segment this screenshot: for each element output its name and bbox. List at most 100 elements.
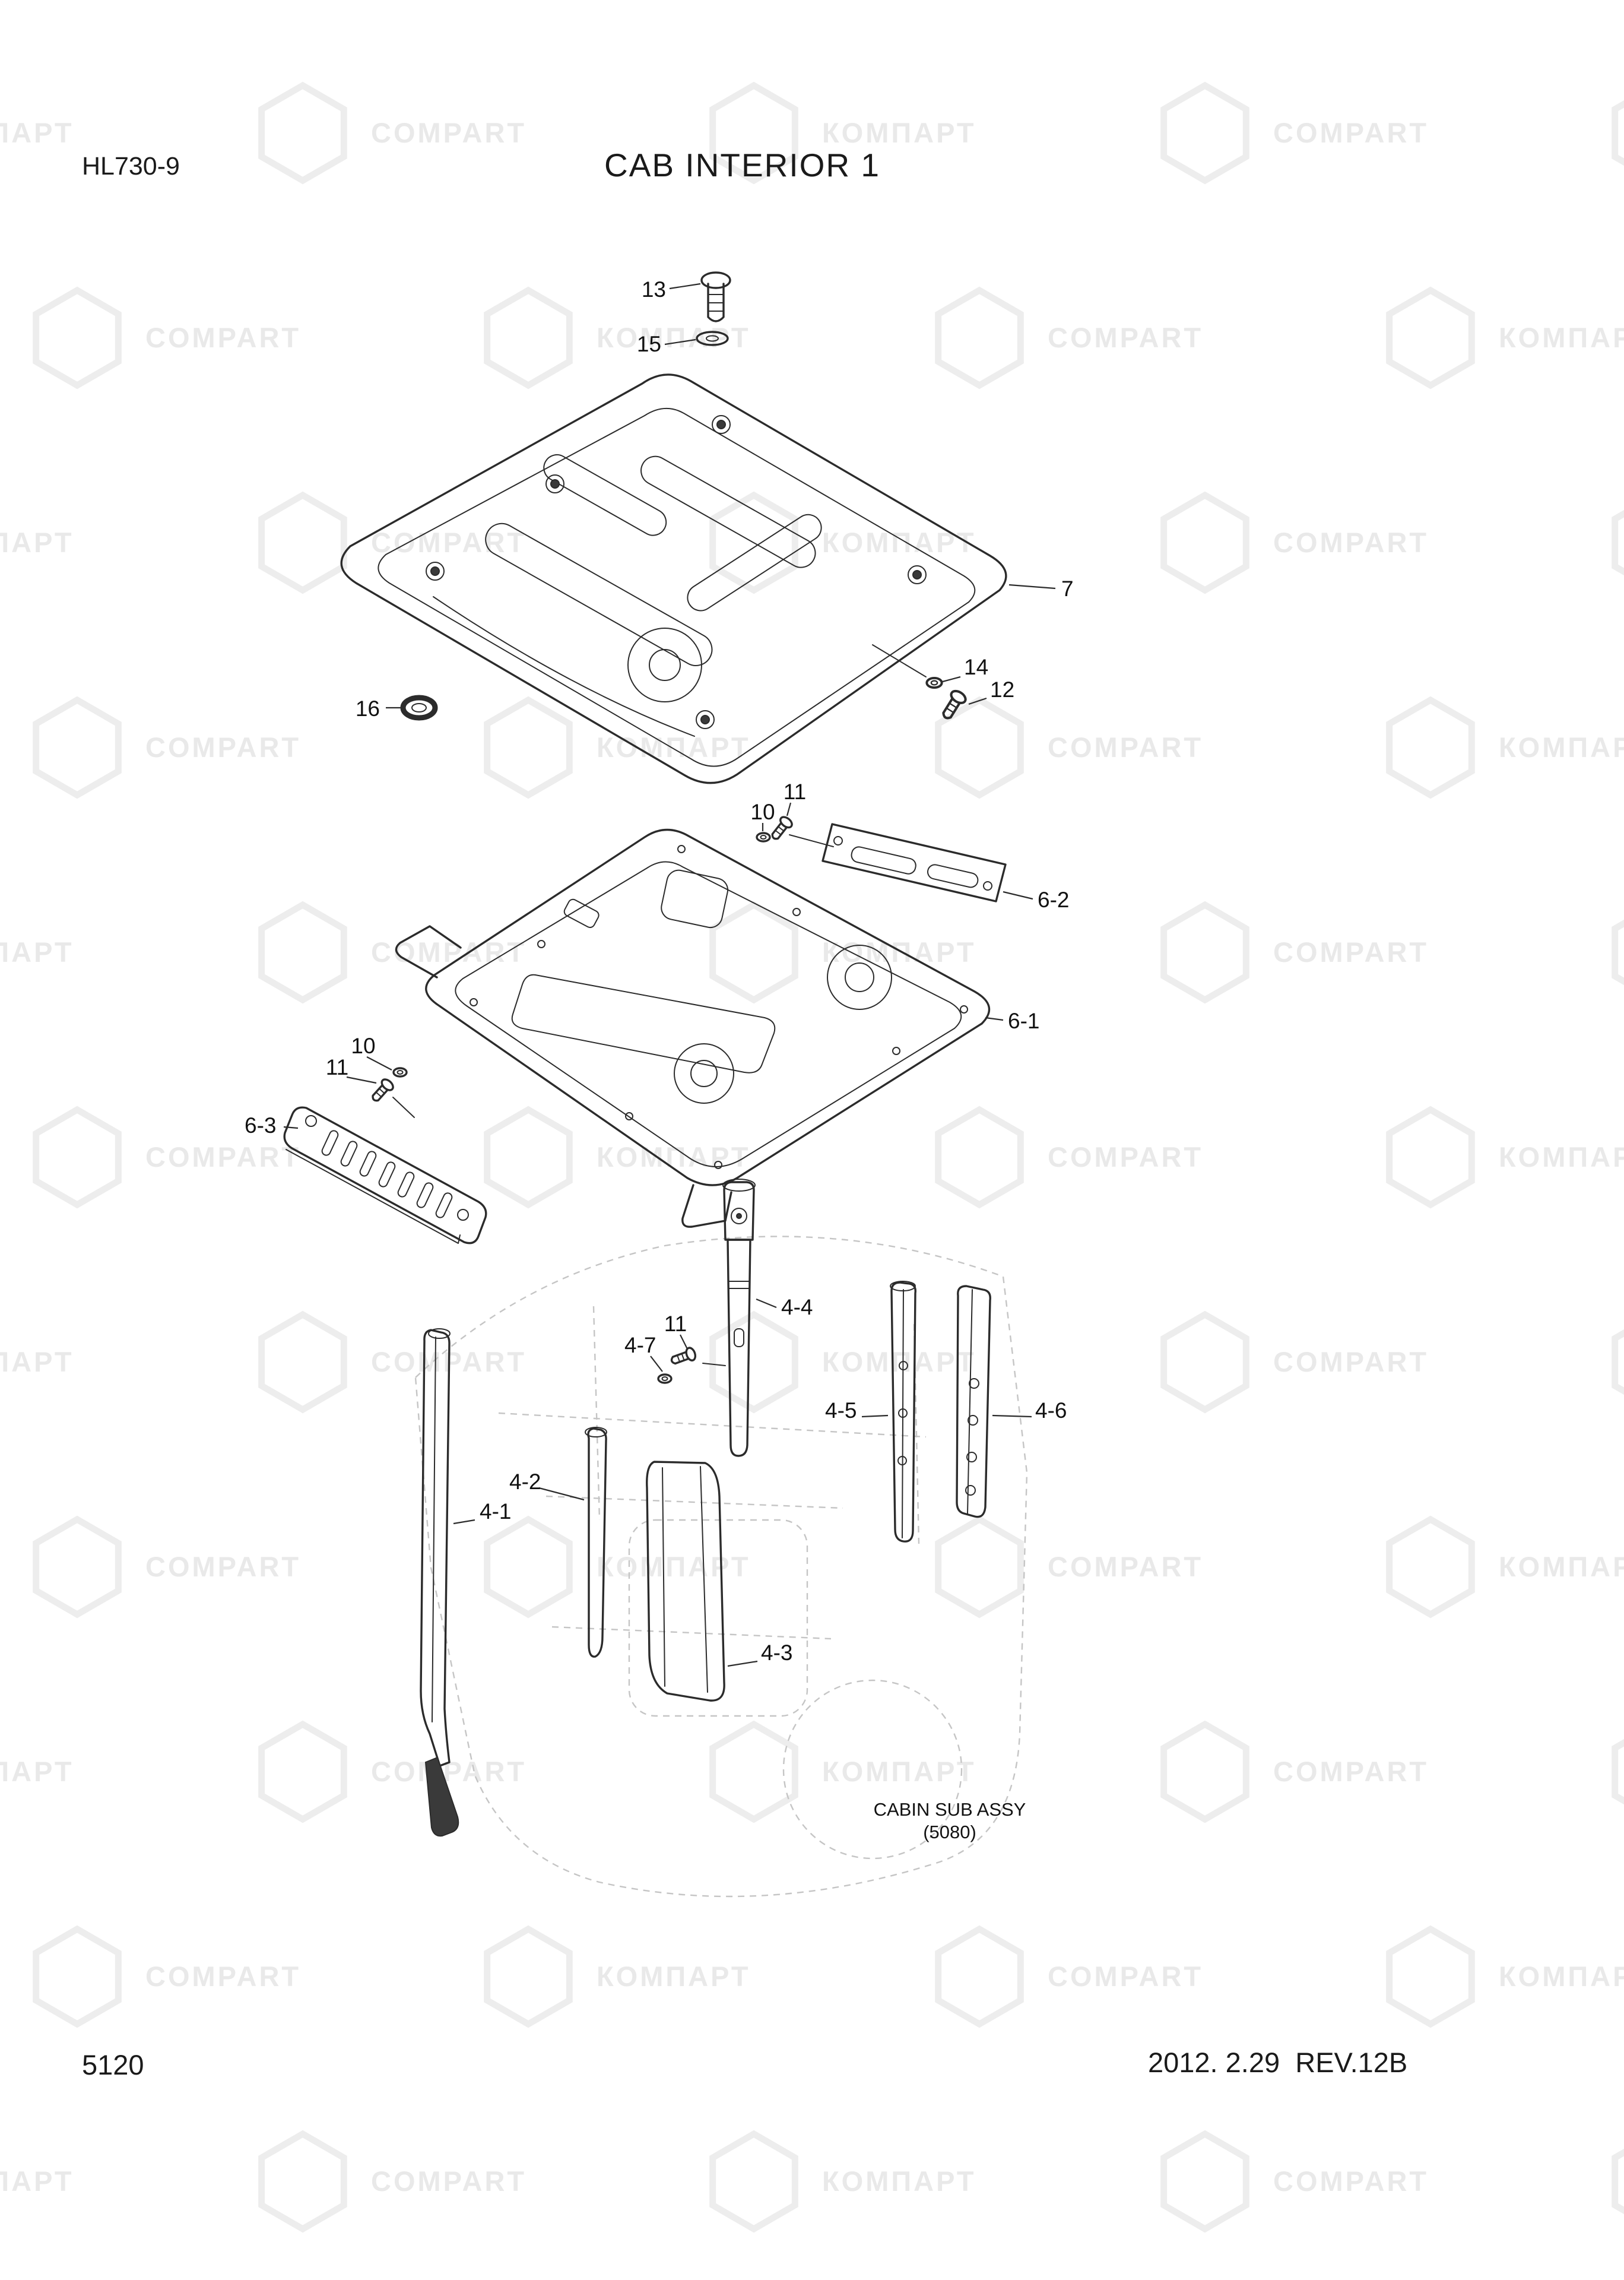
watermark-hexagon-icon [1612,919,1624,986]
watermark-word: COMPART [145,322,301,353]
watermark-word: КОМПАРТ [822,936,976,968]
callout-6-2: 6-2 [1038,888,1069,912]
callout-7: 7 [1061,577,1074,601]
watermark-word: КОМПАРТ [822,1346,976,1378]
watermark-hexagon-icon [935,1106,1024,1209]
watermark-hexagon-icon [1386,1515,1475,1619]
watermark-hexagon-icon [1612,1329,1624,1395]
callout-6-1: 6-1 [1008,1009,1039,1033]
watermark-hexagon-icon [1386,1925,1475,2028]
watermark-word: COMPART [1273,1756,1429,1787]
watermark-word: КОМПАРТ [1499,1961,1624,1992]
watermark-word: COMPART [371,2165,526,2197]
watermark-word: COMPART [1048,1961,1203,1992]
part-washer-10b [392,1067,408,1078]
watermark-hexagon-icon [1386,1106,1475,1209]
page-number: 5120 [82,2049,144,2080]
callout-4-2: 4-2 [509,1470,541,1494]
watermark-hexagon-icon [33,1106,122,1209]
watermark-hexagon-icon [1160,2130,1249,2233]
watermark-word: COMPART [1273,936,1429,968]
watermark-hexagon-icon [1612,100,1624,166]
watermark-word: COMPART [145,732,301,763]
watermark-word: COMPART [1048,1141,1203,1173]
watermark-hexagon-icon [709,81,798,185]
watermark-hexagon-icon [33,286,122,390]
watermark-word: COMPART [1048,1551,1203,1582]
part-washer-10a [756,832,771,843]
watermark-hexagon-icon [258,1720,347,1823]
callout-4-4: 4-4 [781,1295,813,1319]
watermark-hexagon-icon [935,1515,1024,1619]
watermark-word: КОМПАРТ [597,322,751,353]
watermark-word: COMPART [1273,117,1429,148]
watermark-hexagon-icon [1160,81,1249,185]
leader-lines [283,283,1056,1667]
watermark-word: КОМПАРТ [597,1551,751,1582]
watermark-word: COMPART [1273,2165,1429,2197]
callout-4-3: 4-3 [761,1641,792,1665]
part-panel-4-3 [646,1461,725,1702]
watermark-hexagon-icon [258,901,347,1004]
watermark-word: КОМПАРТ [1499,322,1624,353]
watermark-word: КОМПАРТ [597,1961,751,1992]
watermark-hexagon-icon [1160,901,1249,1004]
revision-date: 2012. 2.29 REV.12B [1148,2047,1408,2078]
watermark-word: COMPART [371,1346,526,1378]
watermark-word: COMPART [1273,1346,1429,1378]
watermark-word: КОМПАРТ [0,1756,74,1787]
callout-14: 14 [964,655,988,679]
callout-11b: 11 [326,1055,348,1079]
watermark-hexagon-icon [709,2130,798,2233]
watermark-word: КОМПАРТ [0,1346,74,1378]
watermark-word: КОМПАРТ [822,2165,976,2197]
callout-16: 16 [356,696,380,721]
part-washer-4-7 [657,1373,673,1384]
watermark-hexagon-icon [935,1925,1024,2028]
page-title: CAB INTERIOR 1 [604,147,881,183]
watermark-word: COMPART [145,1551,301,1582]
callout-4-5: 4-5 [825,1398,857,1423]
part-pillar-4-1 [420,1328,459,1837]
watermark-hexagon-icon [1386,696,1475,799]
watermark-hexagon-icon [1160,491,1249,594]
part-screw-11b [368,1076,397,1106]
part-vent-grille-6-3 [283,1106,487,1244]
callout-15: 15 [637,332,661,356]
watermark-hexagon-icon [1612,509,1624,576]
callout-11a: 11 [784,780,806,804]
callout-6-3: 6-3 [245,1113,276,1138]
watermark-hexagon-icon [1612,2148,1624,2215]
part-washer-14 [925,676,943,689]
watermark-word: COMPART [371,527,526,558]
watermark-hexagon-icon [484,1106,573,1209]
watermark-word: КОМПАРТ [822,117,976,148]
watermark-word: COMPART [371,1756,526,1787]
callout-11c: 11 [664,1312,687,1336]
watermark-word: КОМПАРТ [1499,732,1624,763]
watermark-hexagon-icon [33,1515,122,1619]
watermark-hexagon-icon [484,1925,573,2028]
callout-13: 13 [642,277,666,302]
watermark-hexagon-icon [484,1515,573,1619]
watermark-word: COMPART [371,117,526,148]
subassembly-reference: CABIN SUB ASSY (5080) [874,1799,1026,1842]
watermark-hexagon-icon [709,1310,798,1414]
part-bolt-13 [700,271,731,322]
watermark-word: КОМПАРТ [1499,1551,1624,1582]
part-pillar-4-2 [585,1427,607,1658]
headliner-screw-holes [470,845,968,1169]
callout-12: 12 [990,677,1014,702]
watermark-hexagon-icon [1612,1738,1624,1805]
watermark-hexagon-icon [709,901,798,1004]
watermark-word: COMPART [1273,527,1429,558]
watermark-hexagon-icon [709,1720,798,1823]
watermark-hexagon-icon [1160,1720,1249,1823]
watermark-word: КОМПАРТ [822,1756,976,1787]
part-headliner-6-1 [395,828,991,1228]
watermark-hexagon-icon [484,696,573,799]
callout-10b: 10 [351,1034,375,1058]
watermark-word: КОМПАРТ [0,117,74,148]
